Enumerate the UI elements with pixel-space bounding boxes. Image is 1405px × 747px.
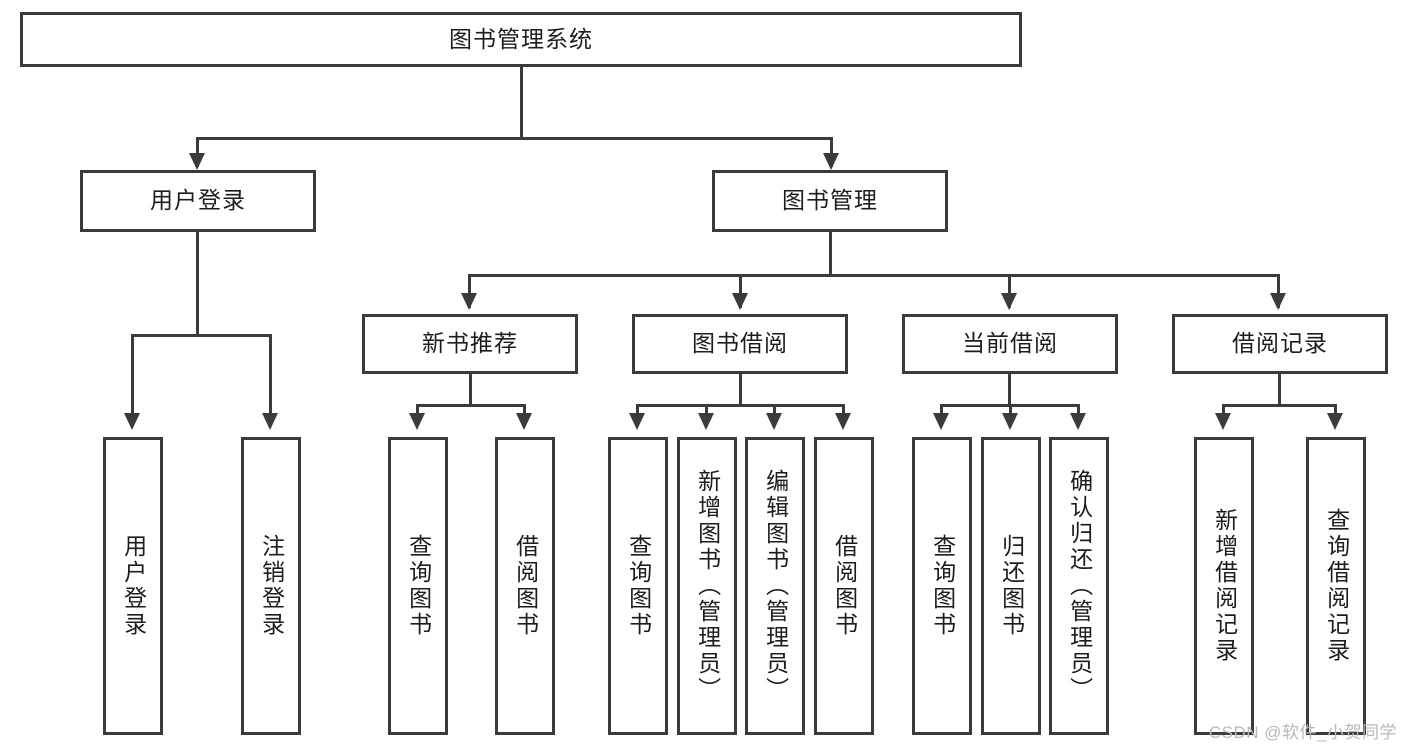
node-borrow-record[interactable]: 借阅记录 (1172, 314, 1388, 374)
leaf-book-borrow-add[interactable]: 新增图书（管理员） (677, 437, 737, 735)
node-book-borrow-label: 图书借阅 (692, 330, 788, 357)
leaf-current-borrow-query[interactable]: 查询图书 (912, 437, 972, 735)
leaf-label: 注销登录 (258, 534, 285, 638)
leaf-book-borrow-query[interactable]: 查询图书 (608, 437, 668, 735)
connector-current-borrow-drop-3 (1077, 404, 1080, 420)
node-borrow-record-label: 借阅记录 (1232, 330, 1328, 357)
connector-level2-drop-2 (830, 137, 833, 167)
arrow-level3-4 (1270, 293, 1286, 310)
arrow-current-borrow-2 (1002, 413, 1018, 430)
connector-current-borrow-drop-2 (1009, 404, 1012, 420)
node-new-book-recommend-label: 新书推荐 (422, 330, 518, 357)
leaf-label: 新增图书（管理员） (694, 469, 721, 703)
connector-book-borrow-drop-4 (842, 404, 845, 420)
arrow-level3-3 (1001, 293, 1017, 310)
arrow-level2-2 (823, 153, 839, 170)
connector-borrow-record-drop-1 (1222, 404, 1225, 420)
arrow-current-borrow-3 (1070, 413, 1086, 430)
leaf-label: 归还图书 (998, 534, 1025, 638)
leaf-label: 用户登录 (120, 534, 147, 638)
connector-borrow-record-stem (1278, 374, 1281, 406)
node-user-login[interactable]: 用户登录 (80, 170, 316, 232)
leaf-book-borrow-edit[interactable]: 编辑图书（管理员） (745, 437, 805, 735)
connector-level2-bus (196, 137, 833, 140)
connector-book-borrow-drop-1 (636, 404, 639, 420)
connector-user-login-bus (131, 334, 272, 337)
arrow-book-borrow-4 (835, 413, 851, 430)
leaf-label: 借阅图书 (512, 534, 539, 638)
arrow-current-borrow-1 (933, 413, 949, 430)
arrow-user-login-2 (262, 413, 278, 430)
node-current-borrow-label: 当前借阅 (962, 330, 1058, 357)
leaf-current-borrow-confirm[interactable]: 确认归还（管理员） (1049, 437, 1109, 735)
node-book-management[interactable]: 图书管理 (712, 170, 948, 232)
node-root-label: 图书管理系统 (449, 25, 593, 52)
connector-user-login-drop-1 (131, 334, 134, 420)
connector-borrow-record-drop-2 (1334, 404, 1337, 420)
node-book-management-label: 图书管理 (782, 187, 878, 214)
arrow-borrow-record-2 (1327, 413, 1343, 430)
connector-book-borrow-bus (636, 404, 845, 407)
arrow-level3-2 (732, 293, 748, 310)
leaf-label: 借阅图书 (831, 534, 858, 638)
leaf-label: 新增借阅记录 (1211, 508, 1238, 664)
node-book-borrow[interactable]: 图书借阅 (632, 314, 848, 374)
connector-level3-drop-1 (468, 274, 471, 308)
connector-level3-drop-2 (739, 274, 742, 308)
leaf-borrow-record-query[interactable]: 查询借阅记录 (1306, 437, 1366, 735)
connector-new-book-bus (416, 404, 526, 407)
leaf-label: 查询借阅记录 (1323, 508, 1350, 664)
connector-current-borrow-stem (1008, 374, 1011, 406)
leaf-current-borrow-return[interactable]: 归还图书 (981, 437, 1041, 735)
connector-book-management-stem (829, 232, 832, 276)
node-new-book-recommend[interactable]: 新书推荐 (362, 314, 578, 374)
leaf-user-login-login[interactable]: 用户登录 (103, 437, 163, 735)
arrow-level2-1 (189, 153, 205, 170)
leaf-label: 查询图书 (929, 534, 956, 638)
connector-new-book-drop-1 (416, 404, 419, 420)
connector-user-login-drop-2 (269, 334, 272, 420)
leaf-label: 查询图书 (625, 534, 652, 638)
arrow-level3-1 (461, 293, 477, 310)
arrow-new-book-2 (516, 413, 532, 430)
leaf-book-borrow-borrow[interactable]: 借阅图书 (814, 437, 874, 735)
connector-level3-drop-3 (1008, 274, 1011, 308)
connector-level3-drop-4 (1277, 274, 1280, 308)
connector-new-book-stem (469, 374, 472, 406)
arrow-borrow-record-1 (1215, 413, 1231, 430)
leaf-label: 查询图书 (405, 534, 432, 638)
node-user-login-label: 用户登录 (150, 187, 246, 214)
connector-borrow-record-bus (1222, 404, 1337, 407)
connector-user-login-stem (196, 232, 199, 336)
arrow-new-book-1 (409, 413, 425, 430)
node-root[interactable]: 图书管理系统 (20, 12, 1022, 67)
connector-level2-drop-1 (196, 137, 199, 167)
leaf-new-book-borrow[interactable]: 借阅图书 (495, 437, 555, 735)
leaf-user-login-logout[interactable]: 注销登录 (241, 437, 301, 735)
arrow-book-borrow-2 (698, 413, 714, 430)
arrow-user-login-1 (124, 413, 140, 430)
connector-book-borrow-drop-3 (773, 404, 776, 420)
connector-root-stem (520, 67, 523, 137)
leaf-borrow-record-add[interactable]: 新增借阅记录 (1194, 437, 1254, 735)
node-current-borrow[interactable]: 当前借阅 (902, 314, 1118, 374)
connector-new-book-drop-2 (523, 404, 526, 420)
arrow-book-borrow-1 (629, 413, 645, 430)
leaf-label: 确认归还（管理员） (1066, 469, 1093, 703)
watermark: CSDN @软件_小贺同学 (1208, 723, 1397, 742)
connector-current-borrow-drop-1 (940, 404, 943, 420)
connector-book-borrow-stem (739, 374, 742, 406)
leaf-label: 编辑图书（管理员） (762, 469, 789, 703)
arrow-book-borrow-3 (766, 413, 782, 430)
leaf-new-book-query[interactable]: 查询图书 (388, 437, 448, 735)
connector-level3-bus (468, 274, 1280, 277)
connector-book-borrow-drop-2 (705, 404, 708, 420)
